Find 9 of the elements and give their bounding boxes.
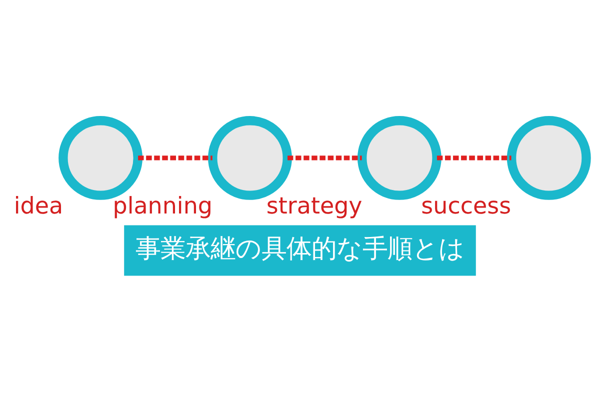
node-label: idea [14,193,64,220]
node-label: success [421,193,512,220]
node-circle [506,116,591,200]
connector [436,155,512,160]
connector [288,155,362,160]
node-label: planning [112,193,212,220]
diagram-title: 事業承継の具体的な手順とは [136,233,465,262]
node-label: strategy [266,193,362,220]
connector [138,155,212,160]
